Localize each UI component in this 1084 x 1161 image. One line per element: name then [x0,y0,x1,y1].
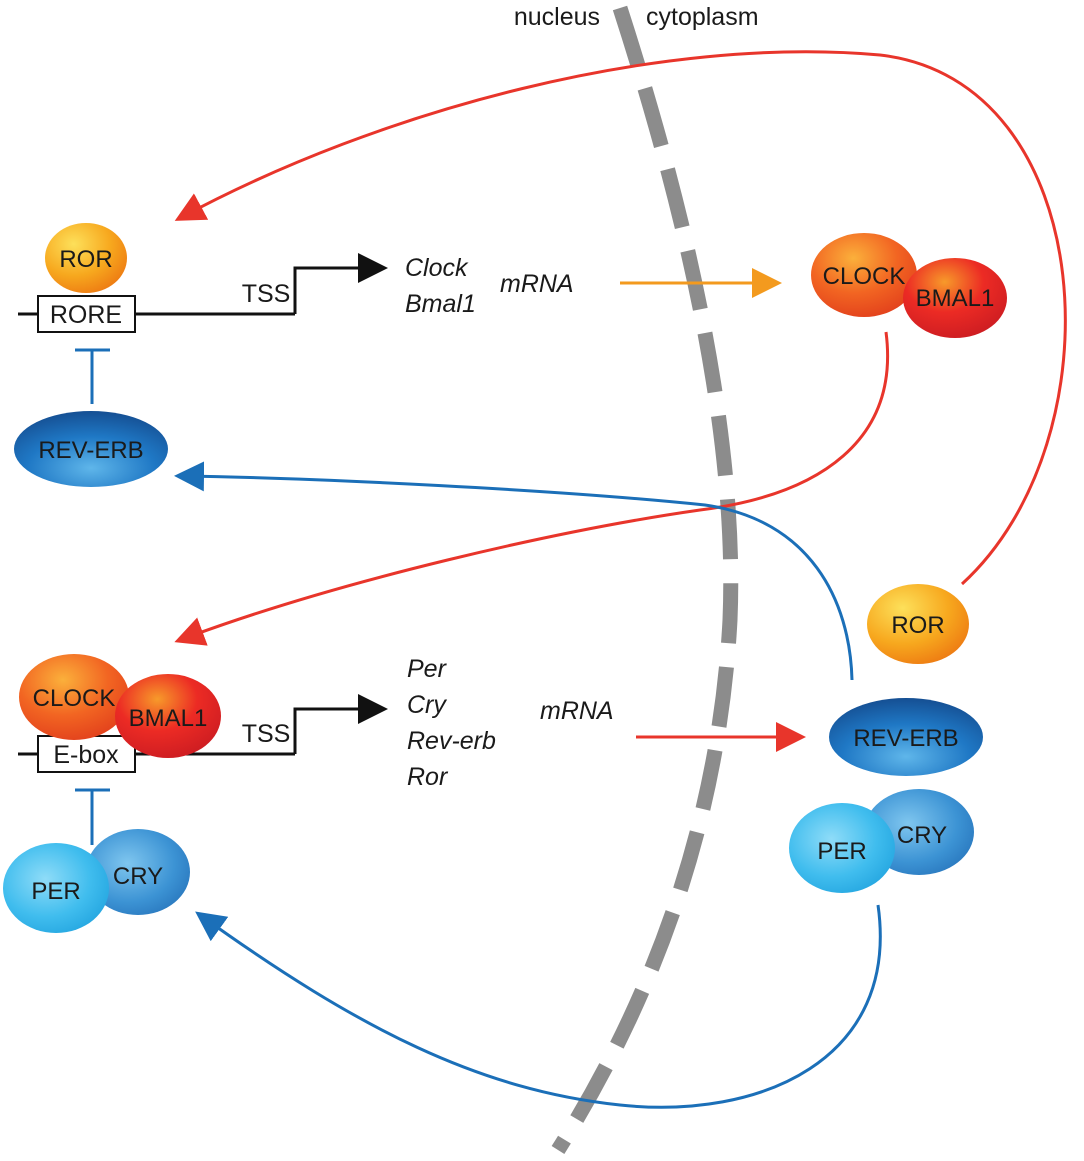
per-nuclear-bubble [3,843,109,933]
ror-nuclear-bubble [45,223,127,293]
top-mrna-label: mRNA [500,270,574,298]
per-cyto-label: PER [817,838,866,865]
clock-nuclear-bubble [19,654,129,740]
gene-per: Per [407,655,448,683]
ror-import-arrow [174,50,1067,586]
cry-cyto-label: CRY [897,822,947,849]
reverb-nuclear-label: REV-ERB [38,437,143,464]
ebox-label: E-box [53,741,119,769]
clock-nuclear-label: CLOCK [33,685,116,712]
per-nuclear-label: PER [31,878,80,905]
bmal1-cyto-bubble [903,258,1007,338]
clockbmal1-import-arrow [174,331,889,646]
gene-reverb: Rev-erb [407,727,496,755]
cry-nuclear-label: CRY [113,863,163,890]
clock-cyto-label: CLOCK [823,263,906,290]
reverb-nuclear-bubble [14,411,168,487]
cytoplasm-label: cytoplasm [646,3,759,31]
reverb-import-arrow [174,461,854,681]
gene-clock: Clock [405,254,469,282]
gene-ror: Ror [407,763,449,791]
top-tss-arrow [293,253,388,314]
bottom-tss-label: TSS [242,720,291,748]
ror-nuclear-label: ROR [59,246,112,273]
cry-nuclear-bubble [86,829,190,915]
nuclear-membrane [551,5,739,1154]
gene-cry: Cry [407,691,447,719]
clock-cyto-bubble [811,233,917,317]
top-tss-label: TSS [242,280,291,308]
gene-bmal1: Bmal1 [405,290,476,318]
bmal1-nuclear-label: BMAL1 [129,705,208,732]
bottom-mrna-label: mRNA [540,697,614,725]
ebox-box [37,735,136,773]
ror-cyto-label: ROR [891,612,944,639]
bottom-tss-arrow [293,694,388,754]
rore-box [37,295,136,333]
reverb-cyto-label: REV-ERB [853,725,958,752]
per-cyto-bubble [789,803,895,893]
rore-label: RORE [50,301,122,329]
reverb-cyto-bubble [829,698,983,776]
bmal1-cyto-label: BMAL1 [916,285,995,312]
percry-import-arrow [195,904,882,1109]
bmal1-nuclear-bubble [115,674,221,758]
nucleus-label: nucleus [514,3,600,31]
ror-cyto-bubble [867,584,969,664]
